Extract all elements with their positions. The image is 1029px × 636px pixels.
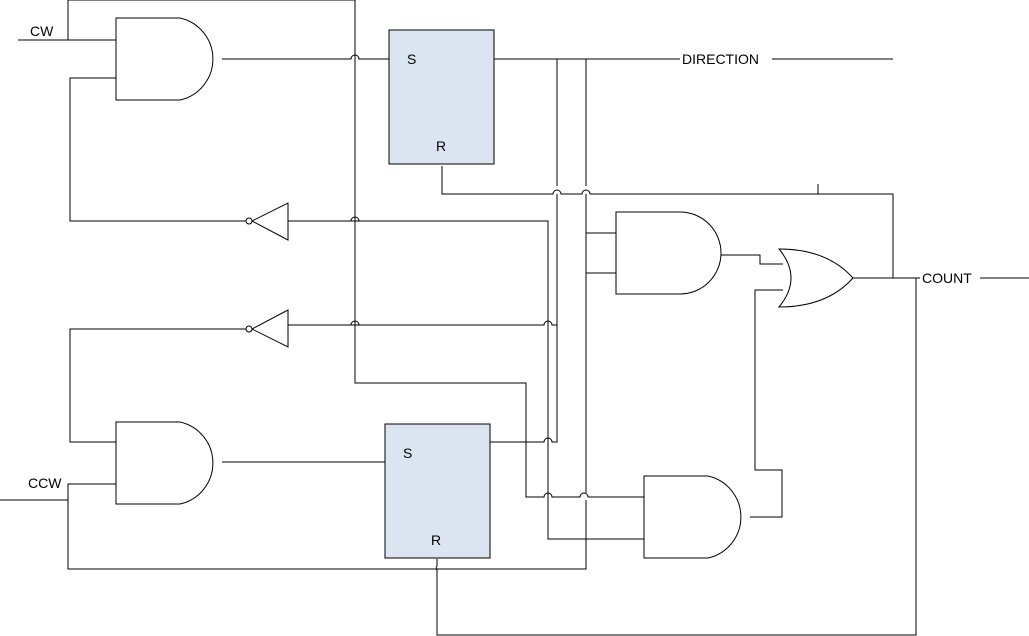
wire-inv2-feedback bbox=[69, 328, 247, 443]
wire-and1-feedback bbox=[69, 77, 247, 222]
cw-label: CW bbox=[30, 23, 54, 39]
and-gate-cw bbox=[115, 17, 214, 101]
and-gate-ccw bbox=[115, 421, 214, 505]
and-gate-count-lower bbox=[643, 475, 742, 559]
direction-label: DIRECTION bbox=[682, 51, 759, 67]
or-gate-count bbox=[777, 248, 854, 308]
flipflop-bottom-reset-label: R bbox=[431, 532, 441, 548]
and-gate-count-upper bbox=[615, 211, 722, 295]
wire-hop-355-221 bbox=[350, 216, 360, 222]
wire-vertical-355 bbox=[354, 0, 644, 498]
wire-548-to-and4 bbox=[547, 325, 644, 540]
wire-ff-bottom-q bbox=[490, 325, 558, 443]
wire-q-tap-557 bbox=[286, 59, 558, 326]
flipflop-top-reset-label: R bbox=[436, 138, 446, 154]
wire-count-feedback bbox=[435, 278, 917, 636]
inverter-lower bbox=[245, 309, 289, 348]
wire-q-tap-586 bbox=[585, 59, 616, 234]
inverter-upper bbox=[245, 202, 289, 241]
count-label: COUNT bbox=[922, 270, 972, 286]
flipflop-bottom-body bbox=[384, 423, 491, 559]
wire-cw-input bbox=[18, 0, 355, 41]
flipflop-top-body bbox=[388, 29, 495, 165]
flipflop-top-set-label: S bbox=[407, 51, 416, 67]
wire-bottom-loop bbox=[67, 500, 587, 570]
ccw-label: CCW bbox=[28, 475, 62, 491]
wire-and1-to-ff-top bbox=[222, 54, 389, 60]
flipflop-top: S R bbox=[388, 29, 495, 165]
wire-hop-355-325 bbox=[350, 320, 360, 326]
wire-ff-top-reset bbox=[441, 166, 894, 278]
wire-ccw-input bbox=[0, 483, 116, 501]
wire-and4-to-or bbox=[750, 289, 783, 518]
flipflop-bottom: S R bbox=[384, 423, 491, 559]
wire-and3-to-or bbox=[720, 254, 783, 265]
wire-inv1-input bbox=[288, 220, 549, 325]
flipflop-bottom-set-label: S bbox=[403, 445, 412, 461]
